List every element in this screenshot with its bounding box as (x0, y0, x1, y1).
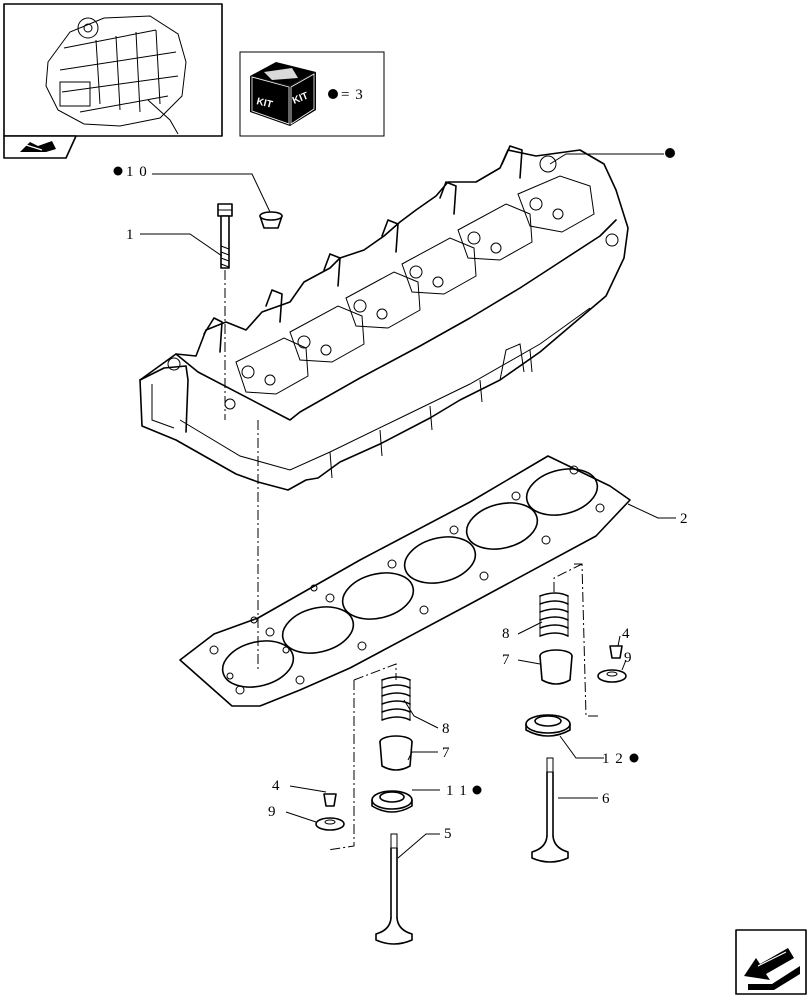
callout-8-left: 8 (442, 721, 451, 737)
engine-thumbnail[interactable] (3, 3, 223, 159)
spring-retainer-left[interactable] (315, 817, 345, 831)
valve-stem-seal-right[interactable] (525, 714, 571, 737)
kit-equation-label: = 3 (341, 87, 364, 103)
callout-11: 1 1 (446, 783, 468, 799)
intake-valve[interactable] (375, 833, 413, 945)
callout-8-right: 8 (502, 626, 511, 642)
callout-10: 1 0 (126, 164, 148, 180)
leader-lines (140, 153, 676, 859)
callout-4-left: 4 (272, 778, 281, 794)
assembly-centerlines (224, 270, 600, 851)
spring-retainer-right[interactable] (597, 669, 627, 683)
kit-bullet-icon (113, 166, 123, 176)
valve-spring-left[interactable] (381, 676, 411, 721)
head-gasket[interactable] (179, 455, 631, 707)
kit-bullet-icon (472, 785, 482, 795)
valve-stem-seal-left[interactable] (371, 790, 413, 813)
next-page-button[interactable] (735, 929, 807, 995)
callout-1: 1 (126, 227, 135, 243)
spring-seat-right[interactable] (539, 649, 573, 685)
exhaust-valve[interactable] (531, 757, 569, 863)
kit-bullet-icon (328, 89, 338, 99)
spring-seat-left[interactable] (379, 735, 413, 771)
cylinder-head[interactable] (139, 145, 629, 491)
callout-9-right: 9 (624, 650, 633, 666)
kit-bullets (113, 148, 675, 795)
callout-5: 5 (444, 826, 453, 842)
arrow-nav-icon[interactable] (20, 141, 56, 152)
callout-9-left: 9 (268, 804, 277, 820)
cup-plug[interactable] (259, 211, 283, 229)
gasket-bolt-holes (209, 465, 605, 695)
engine-thumbnail-sketch (45, 15, 187, 135)
callout-12: 1 2 (602, 751, 624, 767)
valve-spring-right[interactable] (539, 592, 569, 637)
head-bolt[interactable] (217, 203, 233, 269)
kit-box-icon: KIT KIT (250, 62, 316, 126)
gasket-bores (221, 468, 599, 688)
kit-bullet-icon (629, 753, 639, 763)
callout-7-left: 7 (442, 745, 451, 761)
valve-pockets (235, 175, 595, 395)
callout-4-right: 4 (622, 626, 631, 642)
kit-left-label: KIT (255, 96, 273, 111)
camshaft-towers (203, 145, 523, 353)
kit-bullet-icon (665, 148, 675, 158)
kit-legend-box: KIT KIT = 3 (239, 51, 385, 137)
callout-2: 2 (680, 511, 689, 527)
callout-labels: 1 0 1 2 8 7 4 9 1 2 6 8 7 4 9 1 1 5 (126, 164, 689, 842)
valve-cotter-left[interactable] (323, 793, 337, 807)
arrow-nav-icon (744, 948, 800, 990)
callout-7-right: 7 (502, 652, 511, 668)
callout-6: 6 (602, 791, 611, 807)
valve-cotter-right[interactable] (609, 645, 623, 659)
